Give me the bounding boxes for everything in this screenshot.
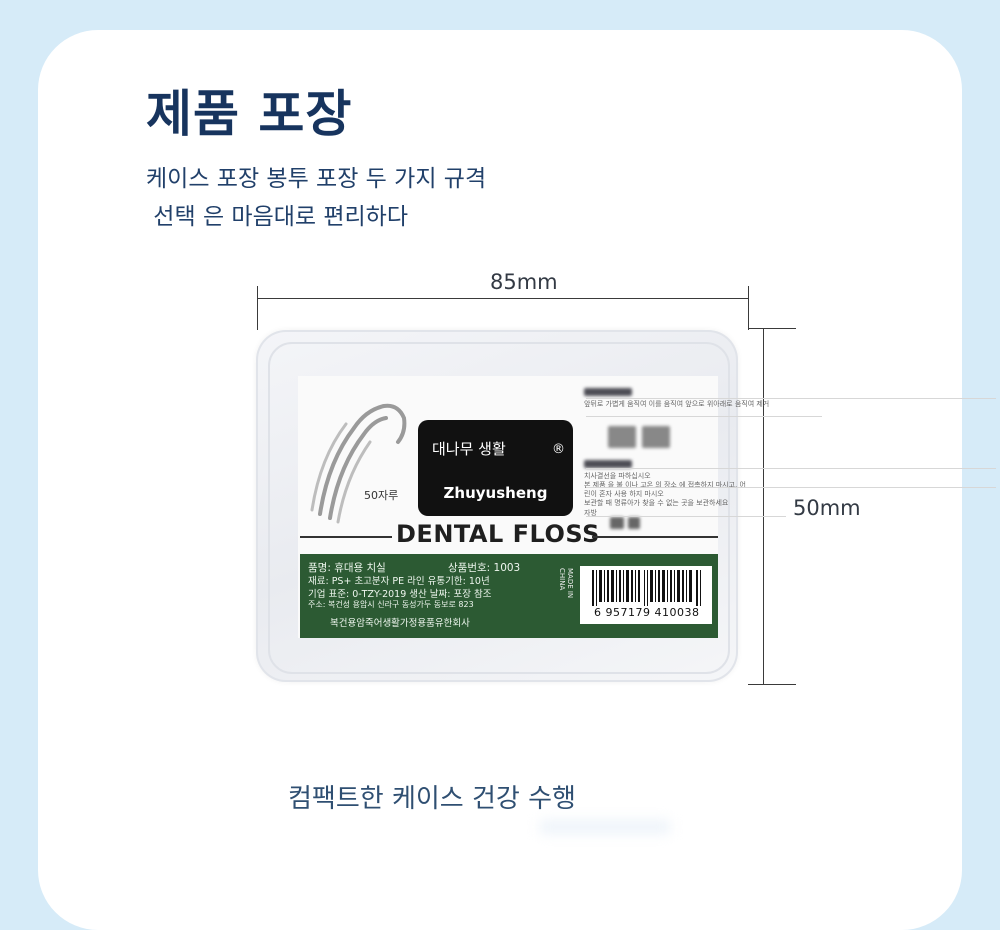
recycle-icon bbox=[610, 517, 624, 529]
registered-mark: ® bbox=[552, 442, 565, 457]
height-dimension-tick-bottom bbox=[748, 684, 796, 685]
info-model-number: 상품번호: 1003 bbox=[448, 562, 521, 574]
warning-rule-5 bbox=[586, 516, 786, 517]
warning-rule-2 bbox=[586, 416, 822, 417]
made-in-label: MADE IN CHINA bbox=[558, 568, 574, 599]
info-material: 재료: PS+ 초고분자 PE 라인 유통기한: 10년 bbox=[308, 576, 490, 587]
info-company: 복건용암죽어생활가정용품유한회사 bbox=[330, 618, 470, 629]
page-title: 제품 포장 bbox=[146, 85, 353, 143]
width-dimension-line bbox=[257, 298, 749, 299]
brand-badge: 대나무 생활 ® Zhuyusheng bbox=[418, 420, 573, 516]
warning-line-4: 린이 혼자 사용 하지 마시오 bbox=[584, 490, 664, 498]
caution-heading-redacted bbox=[584, 460, 632, 468]
barcode-bars bbox=[592, 570, 701, 606]
info-address: 주소: 복건성 용암시 신라구 동성가두 동보로 823 bbox=[308, 600, 474, 609]
warning-line-3: 본 제품 을 불 이나 고온 의 장소 에 접촉하지 마시고, 어 bbox=[584, 481, 746, 489]
warning-rule-4 bbox=[586, 487, 996, 488]
barcode-number: 6 957179 410038 bbox=[594, 606, 700, 619]
blur-patch bbox=[540, 820, 670, 834]
warning-heading-redacted bbox=[584, 388, 632, 396]
warning-line-6: 자방 bbox=[584, 509, 597, 517]
height-dimension-label: 50mm bbox=[793, 496, 861, 520]
warning-rule-1 bbox=[586, 398, 996, 399]
info-standard: 기업 표준: 0-TZY-2019 생산 날짜: 포장 참조 bbox=[308, 589, 492, 600]
product-name: DENTAL FLOSS bbox=[396, 520, 600, 548]
page-subtitle: 케이스 포장 봉투 포장 두 가지 규격 선택 은 마음대로 편리하다 bbox=[146, 166, 487, 230]
warning-line-5: 보관할 때 명류아가 찾을 수 없는 곳을 보관하세요 bbox=[584, 499, 729, 507]
floss-case-rim bbox=[268, 342, 730, 674]
floss-pick-icon bbox=[310, 403, 407, 524]
usage-icon-2 bbox=[642, 426, 670, 448]
brand-name-english: Zhuyusheng bbox=[443, 484, 548, 502]
warning-line-2: 치사결선을 파하십시오 bbox=[584, 472, 651, 480]
page-caption: 컴팩트한 케이스 건강 수행 bbox=[288, 784, 576, 814]
height-dimension-line bbox=[763, 328, 764, 684]
usage-icon-1 bbox=[608, 426, 636, 448]
warning-rule-3 bbox=[586, 468, 996, 469]
brand-name-korean: 대나무 생활 bbox=[432, 440, 506, 458]
width-dimension-tick-left bbox=[257, 286, 258, 330]
material-icon bbox=[628, 517, 640, 529]
name-rule-left bbox=[300, 536, 392, 538]
pick-count: 50자루 bbox=[364, 489, 399, 502]
info-product-type: 품명: 휴대용 치실 bbox=[308, 562, 386, 574]
warning-line-1: 앞뒤로 가볍게 움직여 이를 움직여 앞으로 위아래로 움직여 제거 bbox=[584, 400, 770, 408]
name-rule-right bbox=[592, 536, 718, 538]
width-dimension-label: 85mm bbox=[490, 270, 558, 294]
height-dimension-tick-top bbox=[748, 328, 796, 329]
width-dimension-tick-right bbox=[748, 286, 749, 330]
